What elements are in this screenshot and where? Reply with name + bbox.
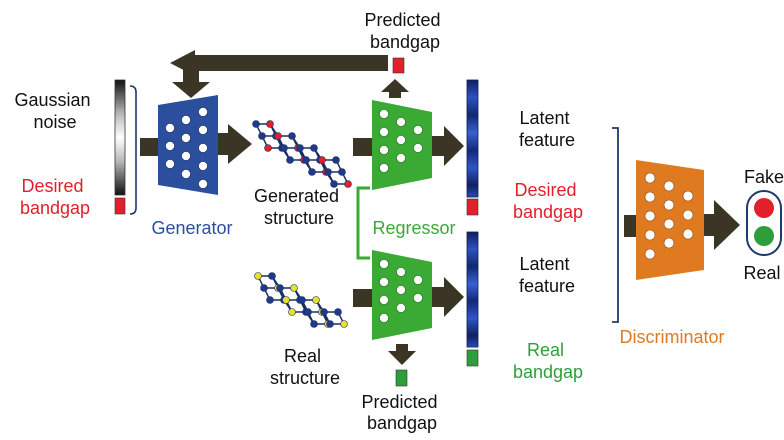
discriminator-block — [636, 160, 704, 280]
arrow-input-to-generator — [140, 138, 160, 156]
real-structure-label: Real structure — [270, 346, 340, 388]
regressor-bottom-block — [372, 250, 432, 340]
generated-structure-label: Generated structure — [254, 186, 344, 228]
latent-bar-bottom — [466, 231, 479, 348]
generator-label: Generator — [151, 218, 232, 238]
arrow-discriminator-to-output — [704, 200, 740, 250]
latent-feature-top-label: Latent feature — [519, 108, 575, 150]
discriminator-bracket — [612, 127, 619, 323]
arrow-generator-to-structure — [218, 124, 252, 164]
real-structure-lattice — [254, 272, 348, 328]
latent-bar-top — [466, 79, 479, 198]
feedback-arrow — [170, 50, 388, 98]
fake-light — [754, 198, 774, 218]
arrow-regressor-to-predicted-top — [381, 79, 409, 98]
generator-nodes — [165, 107, 208, 189]
regressor-top-block — [372, 100, 432, 190]
real-label: Real — [743, 263, 780, 283]
arrow-structure-to-regressor-bottom — [353, 289, 373, 307]
arrow-regressor-to-predicted-bottom — [388, 344, 416, 365]
noise-bar — [114, 79, 126, 196]
desired-bandgap-latent-marker — [466, 198, 479, 216]
predicted-bandgap-bottom-label: Predicted bandgap — [361, 392, 442, 433]
predicted-bandgap-top-label: Predicted bandgap — [364, 10, 445, 52]
predicted-bandgap-bottom-marker — [395, 369, 408, 387]
arrow-structure-to-regressor-top — [353, 138, 373, 156]
real-bandgap-latent-marker — [466, 349, 479, 367]
generated-structure-lattice — [252, 120, 352, 188]
arrow-into-discriminator — [624, 215, 638, 237]
input-bracket — [129, 85, 137, 215]
desired-bandgap-input-marker — [114, 197, 126, 215]
gaussian-noise-label: Gaussian noise — [14, 90, 95, 132]
fake-label: Fake — [744, 167, 784, 187]
discriminator-label: Discriminator — [619, 327, 724, 347]
desired-bandgap-disc-label: Desired bandgap — [513, 180, 583, 222]
desired-bandgap-input-label: Desired bandgap — [20, 176, 90, 218]
predicted-bandgap-top-marker — [392, 57, 405, 74]
regressor-link — [356, 186, 370, 260]
real-light — [754, 226, 774, 246]
arrow-regressor-bottom-to-latent — [432, 277, 464, 317]
input-vector — [114, 79, 137, 215]
arrow-regressor-top-to-latent — [432, 126, 464, 166]
generator-block — [158, 95, 218, 195]
real-bandgap-label: Real bandgap — [513, 340, 583, 382]
latent-feature-bottom-label: Latent feature — [519, 254, 575, 296]
regressor-label: Regressor — [372, 218, 455, 238]
